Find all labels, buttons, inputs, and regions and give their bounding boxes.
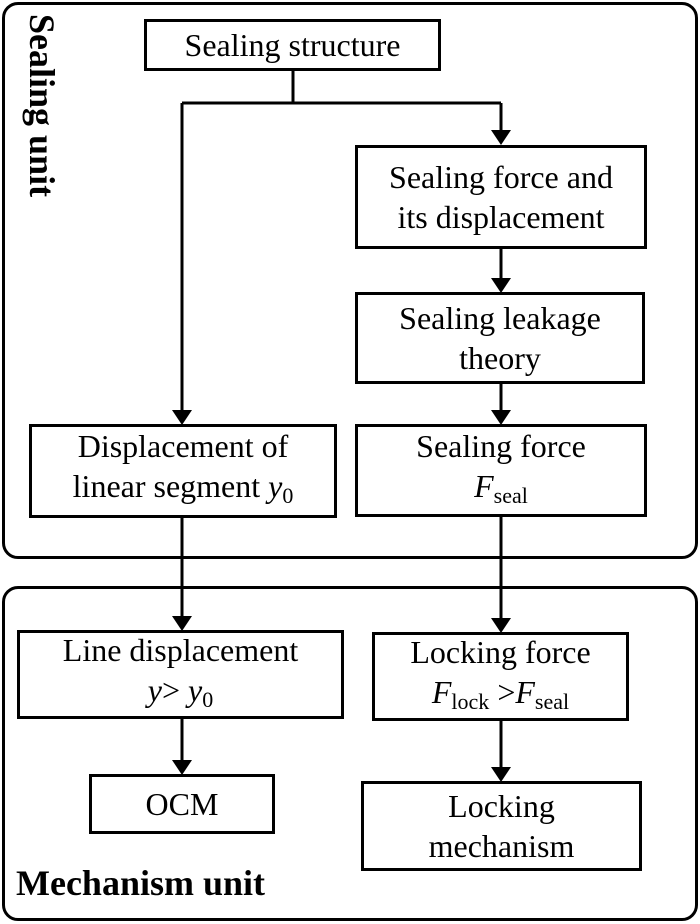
arrowhead-icon <box>491 618 511 633</box>
symbol-y: y <box>147 671 162 708</box>
node-sealing-force-displacement: Sealing force and its displacement <box>355 145 647 249</box>
arrowhead-icon <box>172 410 192 425</box>
sealing-unit-panel <box>2 2 698 559</box>
symbol-y: y <box>268 468 283 504</box>
node-text: linear segment <box>72 468 269 504</box>
arrowhead-icon <box>491 410 511 425</box>
node-text: Displacement of <box>77 428 289 464</box>
node-formula: Fseal <box>474 466 528 516</box>
symbol-F: F <box>474 467 494 504</box>
subscript: seal <box>493 482 528 508</box>
node-sealing-leakage-theory: Sealing leakage theory <box>355 292 645 384</box>
subscript: lock <box>451 688 490 714</box>
subscript: seal <box>534 688 570 714</box>
arrowhead-icon <box>491 767 511 782</box>
node-text: mechanism <box>428 828 575 864</box>
node-text: its displacement <box>397 199 605 235</box>
node-formula: linear segment y0 <box>73 466 294 516</box>
arrowhead-icon <box>491 130 511 145</box>
node-locking-force: Locking force Flock >Fseal <box>372 632 629 721</box>
node-formula: Flock >Fseal <box>432 672 569 722</box>
node-displacement-linear-segment: Displacement of linear segment y0 <box>29 424 337 518</box>
node-text: Sealing force and <box>389 159 613 195</box>
node-text: OCM <box>145 786 219 822</box>
mechanism-unit-panel <box>2 586 698 921</box>
node-text: theory <box>459 340 541 376</box>
node-sealing-force: Sealing force Fseal <box>355 424 647 517</box>
node-formula: y> y0 <box>148 670 213 720</box>
node-text: Sealing structure <box>184 27 401 63</box>
arrowhead-icon <box>172 760 192 775</box>
node-line-displacement: Line displacement y> y0 <box>17 630 344 719</box>
operator: > <box>161 671 189 708</box>
node-text: Line displacement <box>62 631 299 668</box>
arrowhead-icon <box>172 616 192 631</box>
symbol-F: F <box>515 673 535 710</box>
node-text: Locking <box>448 788 555 824</box>
node-text: Locking force <box>410 633 591 670</box>
subscript: 0 <box>282 483 294 508</box>
operator: > <box>489 673 516 710</box>
node-text: Sealing leakage <box>399 300 601 336</box>
node-ocm: OCM <box>89 774 275 834</box>
symbol-F: F <box>431 673 452 710</box>
node-text: Sealing force <box>416 427 586 464</box>
subscript: 0 <box>202 686 214 712</box>
arrowhead-icon <box>491 278 511 293</box>
symbol-y: y <box>188 671 203 708</box>
node-sealing-structure: Sealing structure <box>144 19 441 71</box>
node-locking-mechanism: Locking mechanism <box>361 781 642 871</box>
mechanism-unit-label: Mechanism unit <box>16 863 266 903</box>
